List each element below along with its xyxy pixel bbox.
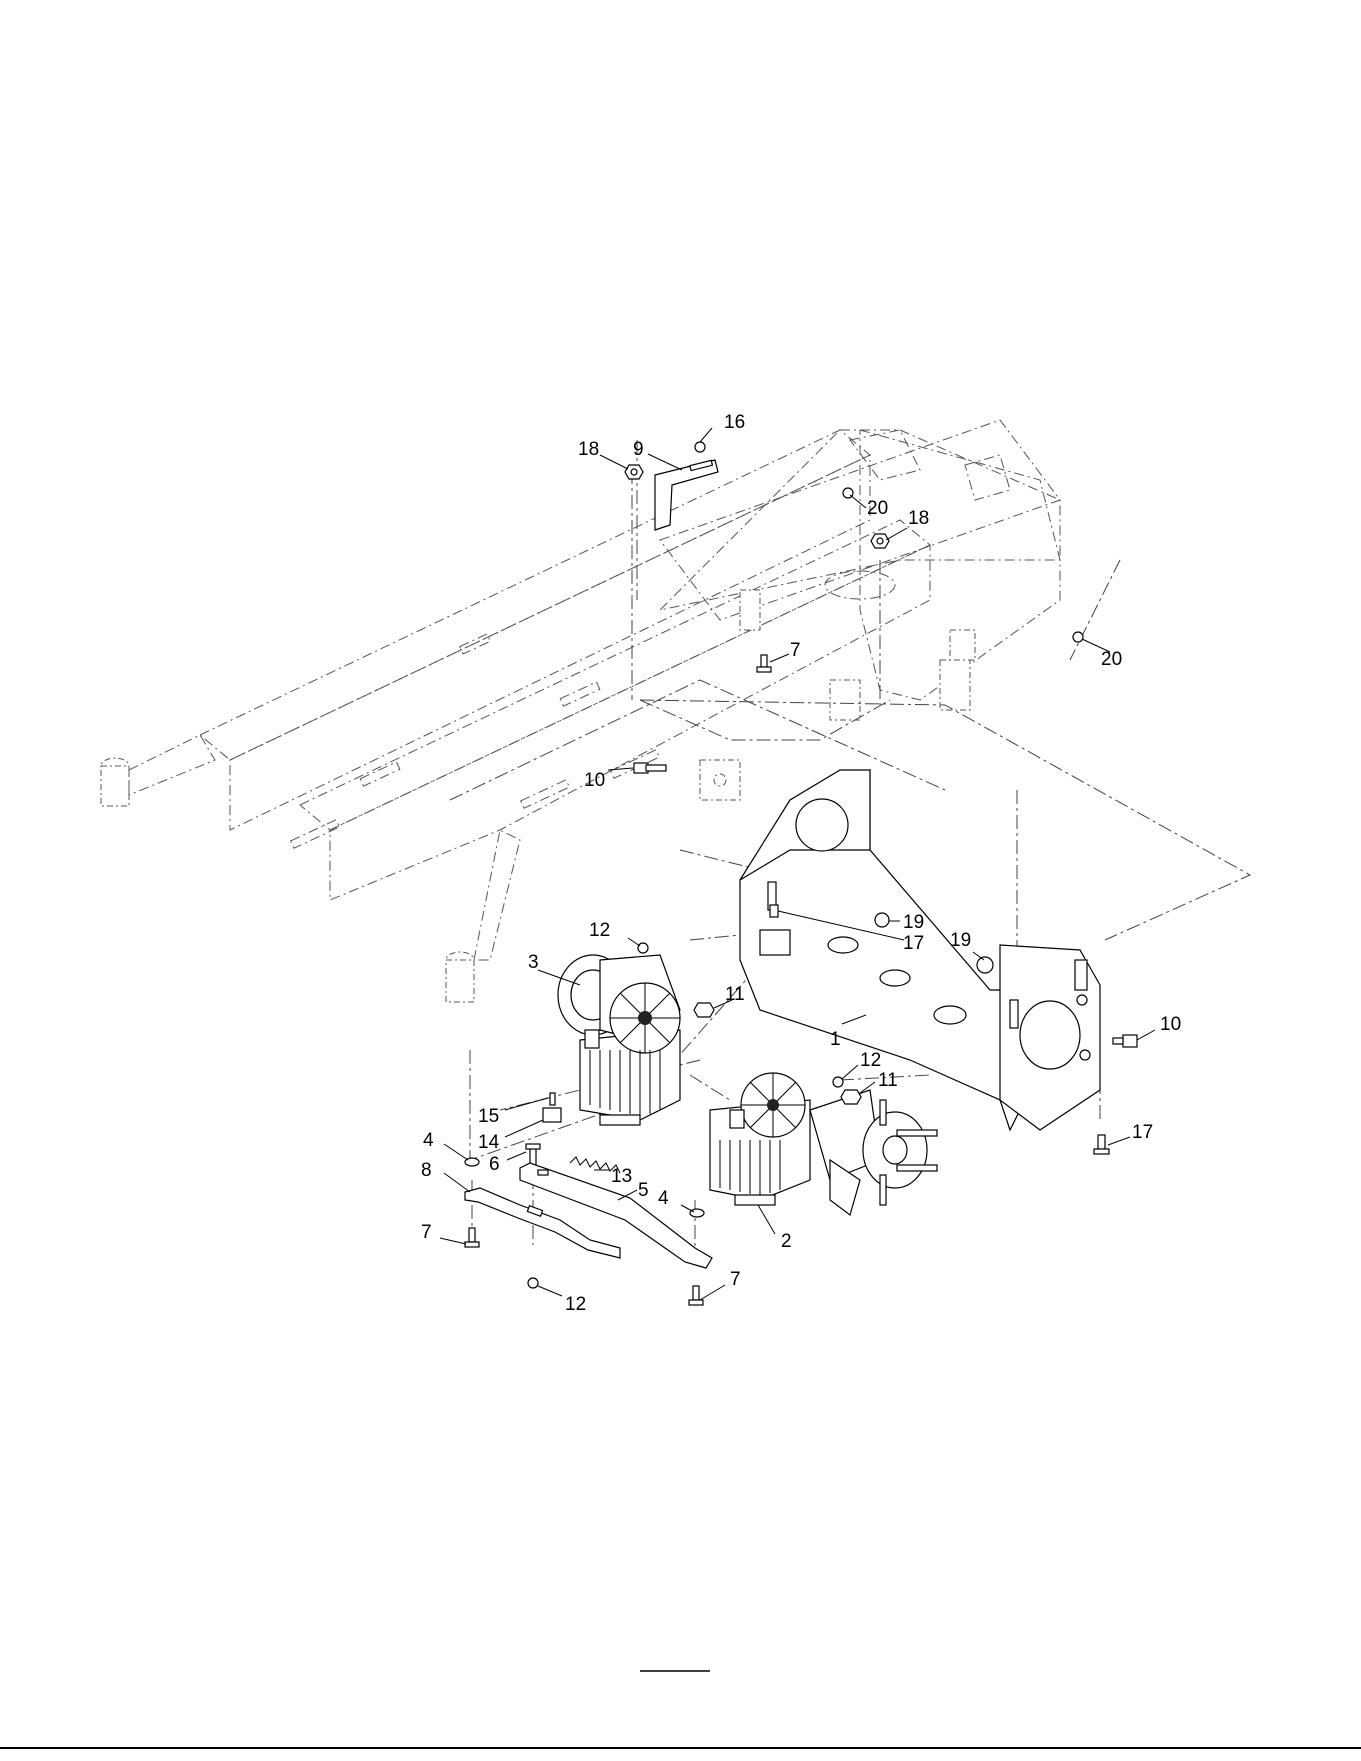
callout-10: 10 bbox=[1160, 1014, 1181, 1035]
part-19-pin-b bbox=[977, 957, 993, 973]
part-11-locknut-a bbox=[694, 1003, 714, 1017]
part-12-nut-b bbox=[833, 1077, 843, 1087]
callout-9: 9 bbox=[633, 439, 644, 460]
callout-10: 10 bbox=[584, 770, 605, 791]
hydro-transmission-left bbox=[558, 955, 680, 1125]
callout-17: 17 bbox=[1132, 1122, 1153, 1143]
callout-19: 19 bbox=[903, 912, 924, 933]
callout-4: 4 bbox=[658, 1188, 669, 1209]
part-17-bolt-a bbox=[770, 905, 778, 917]
callout-12: 12 bbox=[565, 1294, 586, 1315]
callout-20: 20 bbox=[867, 498, 888, 519]
part-6-bolt bbox=[526, 1144, 540, 1166]
part-7-bolt-c bbox=[689, 1286, 703, 1305]
callout-11: 11 bbox=[878, 1070, 898, 1091]
callout-20: 20 bbox=[1101, 649, 1122, 670]
part-4-washer-b bbox=[690, 1209, 704, 1217]
callout-15: 15 bbox=[478, 1106, 499, 1127]
callout-4: 4 bbox=[423, 1130, 434, 1151]
part-20-bolt-b bbox=[1073, 632, 1083, 642]
callout-19: 19 bbox=[950, 930, 971, 951]
callout-7: 7 bbox=[730, 1269, 741, 1290]
part-18-locknut-a bbox=[625, 465, 643, 479]
callout-17: 17 bbox=[903, 933, 924, 954]
part-14-switch bbox=[543, 1108, 561, 1122]
part-9-bracket bbox=[655, 460, 718, 530]
callout-14: 14 bbox=[478, 1132, 500, 1153]
part-7-bolt-a bbox=[757, 655, 771, 672]
part-12-nut-c bbox=[528, 1278, 538, 1288]
callout-18: 18 bbox=[908, 508, 929, 529]
callout-7: 7 bbox=[790, 640, 801, 661]
callout-18: 18 bbox=[578, 439, 599, 460]
part-16-nut bbox=[695, 442, 705, 452]
callout-3: 3 bbox=[528, 952, 539, 973]
part-12-nut-a bbox=[638, 943, 648, 953]
cooling-fan-left bbox=[610, 983, 680, 1053]
callout-2: 2 bbox=[781, 1231, 792, 1252]
part-11-locknut-b bbox=[841, 1090, 861, 1104]
callout-12: 12 bbox=[589, 920, 610, 941]
part-17-bolt-b bbox=[1094, 1135, 1109, 1154]
callout-7: 7 bbox=[421, 1222, 432, 1243]
callout-8: 8 bbox=[421, 1160, 432, 1181]
callout-12: 12 bbox=[860, 1050, 881, 1071]
callout-16: 16 bbox=[724, 412, 745, 433]
part-10-bolt-a bbox=[634, 763, 666, 773]
callout-5: 5 bbox=[638, 1180, 649, 1201]
part-19-pin-a bbox=[875, 913, 889, 927]
part-18-locknut-b bbox=[871, 534, 889, 548]
part-15-screw bbox=[550, 1093, 555, 1105]
callout-13: 13 bbox=[611, 1166, 632, 1187]
callout-11: 11 bbox=[725, 984, 745, 1005]
cooling-fan-right bbox=[741, 1073, 805, 1137]
part-7-bolt-b bbox=[465, 1228, 479, 1247]
callout-1: 1 bbox=[830, 1029, 841, 1050]
part-10-bolt-b bbox=[1113, 1035, 1137, 1047]
hydro-transmission-right bbox=[710, 1073, 937, 1215]
callout-6: 6 bbox=[489, 1154, 500, 1175]
